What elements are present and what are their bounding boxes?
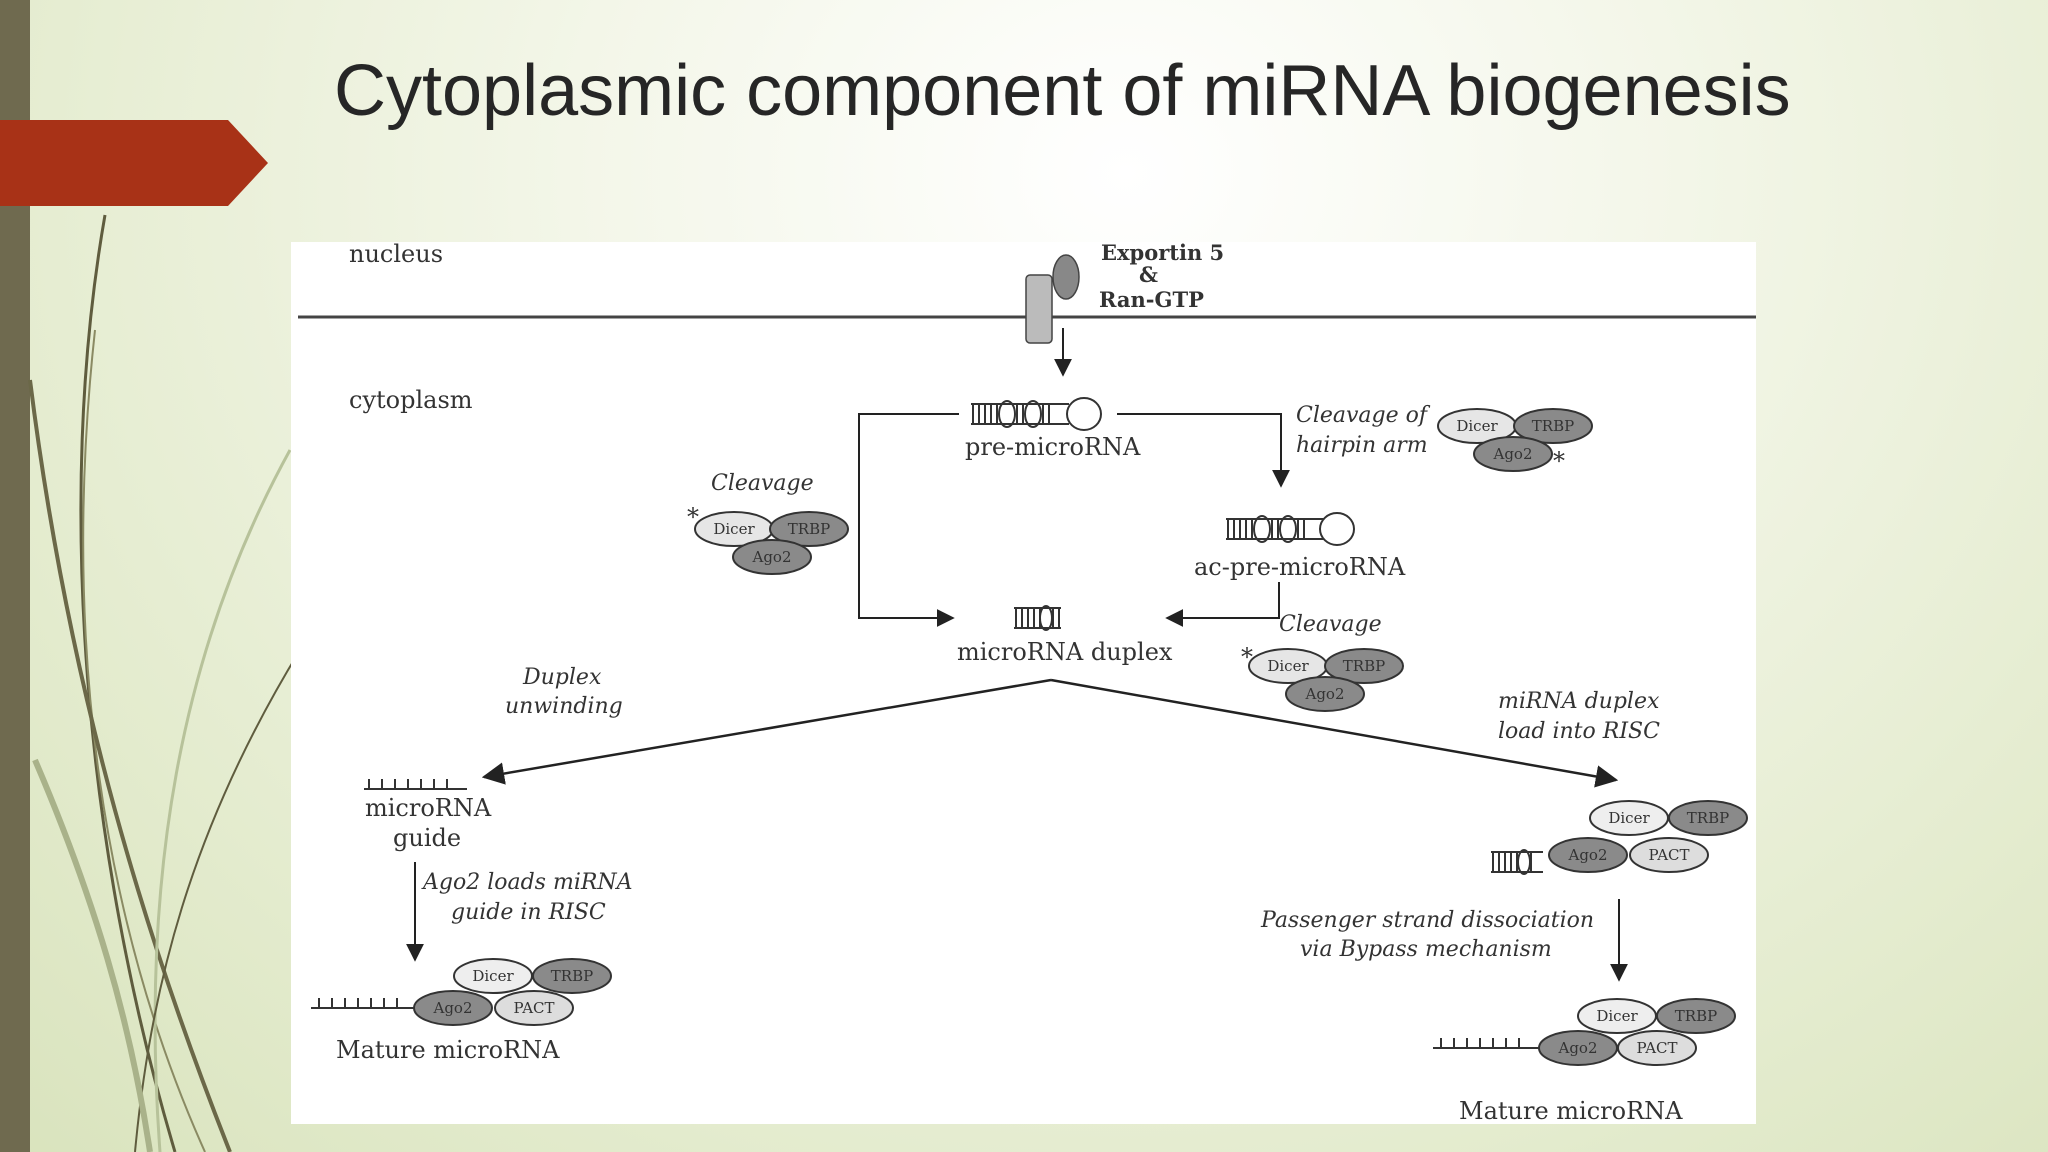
cleavage-left-label: Cleavage <box>711 471 814 496</box>
trbp-label-risc-left: TRBP <box>551 967 593 985</box>
mature-microrna-label-right: Mature microRNA <box>1459 1097 1683 1124</box>
mature-mirna-strand-right <box>1433 1038 1541 1049</box>
ran-gtp-label: Ran-GTP <box>1099 287 1204 312</box>
ago2-label-right: Ago2 <box>1304 685 1344 703</box>
risc-load-arrow <box>1050 678 1619 788</box>
ago2-label-hairpin: Ago2 <box>1492 445 1532 463</box>
risc-duplex-shape <box>1491 849 1543 875</box>
ago2-label-risc-right: Ago2 <box>1557 1039 1597 1057</box>
slide-title: Cytoplasmic component of miRNA biogenesi… <box>334 51 1791 131</box>
risc-complex-left <box>413 958 612 1026</box>
pact-label-risc-left: PACT <box>513 999 554 1017</box>
duplex-load-label-2: load into RISC <box>1498 719 1660 744</box>
dicer-label-risc-right: Dicer <box>1596 1007 1638 1025</box>
dicer-label-left: Dicer <box>713 520 755 538</box>
unwinding-arrow <box>481 678 1052 785</box>
pact-label-risc-duplex: PACT <box>1648 846 1689 864</box>
exportin-label: Exportin 5 <box>1101 242 1224 265</box>
hairpin-cleavage-path <box>1117 413 1290 488</box>
passenger-label-2: via Bypass mechanism <box>1300 937 1552 962</box>
guide-label-2: guide <box>393 824 461 852</box>
direct-cleavage-path <box>858 413 959 627</box>
risc-complex-right <box>1538 998 1736 1066</box>
dicer-label-risc-left: Dicer <box>472 967 514 985</box>
trbp-label-hairpin: TRBP <box>1532 417 1574 435</box>
passenger-label-1: Passenger strand dissociation <box>1260 908 1594 933</box>
microrna-guide-strand <box>364 779 467 790</box>
trbp-label-risc-duplex: TRBP <box>1687 809 1729 827</box>
risc-complex-duplex <box>1548 800 1748 873</box>
biogenesis-figure: nucleus cytoplasm Exportin 5 & Ran-GTP p… <box>291 242 1756 1124</box>
guide-label-1: microRNA <box>365 794 492 822</box>
dicer-label-risc-duplex: Dicer <box>1608 809 1650 827</box>
microrna-duplex-label: microRNA duplex <box>957 638 1173 666</box>
duplex-unwinding-label-1: Duplex <box>522 665 602 690</box>
protein-complex-left <box>694 511 849 575</box>
asterisk-hairpin: * <box>1553 447 1565 475</box>
mature-mirna-strand-left <box>311 998 416 1009</box>
duplex-load-label-1: miRNA duplex <box>1498 689 1660 714</box>
ac-pre-microrna-label: ac-pre-microRNA <box>1194 553 1406 581</box>
pre-microrna-hairpin-shape <box>971 397 1102 431</box>
protein-complex-right <box>1248 648 1404 712</box>
ago2-label-left: Ago2 <box>751 548 791 566</box>
dicer-label-right: Dicer <box>1267 657 1309 675</box>
ac-cleavage-path <box>1165 582 1280 627</box>
microrna-duplex-shape <box>1014 605 1061 631</box>
exportin-pore-shape <box>1025 254 1080 344</box>
trbp-label-right: TRBP <box>1343 657 1385 675</box>
pre-microrna-label: pre-microRNA <box>965 433 1141 461</box>
nucleus-label: nucleus <box>349 242 443 268</box>
decorative-curves <box>28 214 301 1152</box>
ago2-label-risc-left: Ago2 <box>432 999 472 1017</box>
trbp-label-left: TRBP <box>788 520 830 538</box>
title-accent-arrow <box>0 120 268 206</box>
duplex-unwinding-label-2: unwinding <box>505 694 623 719</box>
cleavage-right-label: Cleavage <box>1279 612 1382 637</box>
exportin-and-label: & <box>1139 262 1158 287</box>
mature-microrna-label-left: Mature microRNA <box>336 1036 560 1064</box>
ago2-loads-label-2: guide in RISC <box>451 900 606 925</box>
protein-complex-hairpin <box>1437 408 1593 472</box>
cleavage-hairpin-label-1: Cleavage of <box>1296 403 1431 428</box>
dicer-label-hairpin: Dicer <box>1456 417 1498 435</box>
ago2-label-risc-duplex: Ago2 <box>1567 846 1607 864</box>
trbp-label-risc-right: TRBP <box>1675 1007 1717 1025</box>
ac-pre-microrna-hairpin-shape <box>1226 512 1355 546</box>
cleavage-hairpin-label-2: hairpin arm <box>1296 433 1428 458</box>
ago2-loads-label-1: Ago2 loads miRNA <box>421 870 633 895</box>
pact-label-risc-right: PACT <box>1636 1039 1677 1057</box>
cytoplasm-label: cytoplasm <box>349 386 473 414</box>
